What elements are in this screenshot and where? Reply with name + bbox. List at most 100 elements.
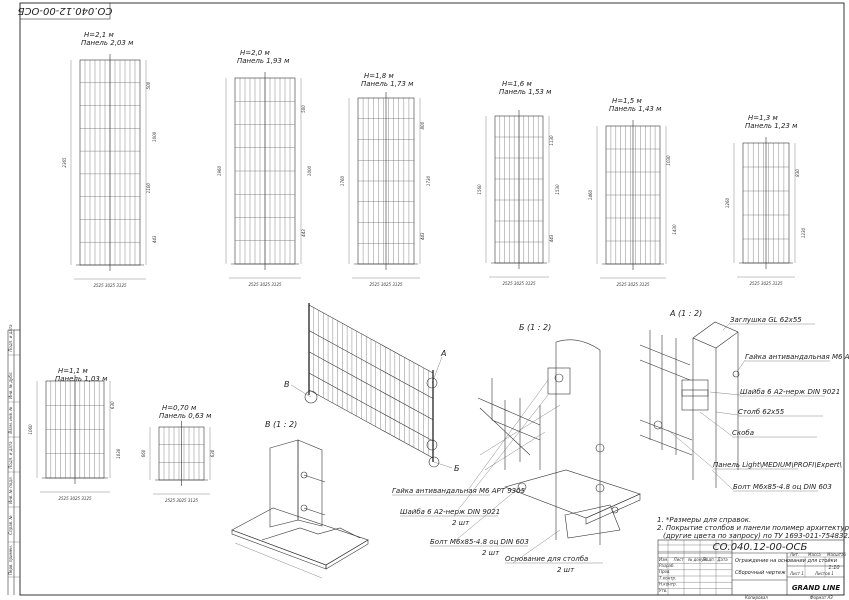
panel-width-dim: 2525 3025 3125: [502, 281, 536, 286]
panel-width-dim: 2525 3025 3125: [369, 282, 403, 287]
panel-height-label: H=0,70 м: [162, 404, 197, 412]
panel-size-label: Панель 1,23 м: [745, 122, 798, 130]
panel-total-dim: 1760: [340, 175, 345, 186]
stamp-header: № докум.: [687, 557, 708, 562]
document-code: СО.040.12-00-ОСБ: [713, 542, 808, 553]
panel-height-label: H=1,3 м: [748, 114, 778, 122]
panel-dim: 443: [549, 234, 554, 242]
panel-total-dim: 1960: [217, 165, 222, 176]
stamp-header: Изм.: [659, 557, 668, 562]
callout-mid: Основание для столба 2 шт: [505, 555, 603, 574]
stamp-role: Разраб.: [659, 563, 675, 568]
panel-dim: 1730: [426, 175, 431, 186]
view-b-title: Б (1 : 2): [519, 323, 551, 332]
stamp-h-mass: Масса: [808, 552, 821, 557]
side-strip-label: Перв. примен.: [8, 545, 13, 575]
panel-dim: 1000: [307, 165, 312, 176]
stamp-header: Подп.: [703, 557, 715, 562]
stamp-role: Н.контр.: [659, 582, 677, 587]
panel-dim: 1230: [801, 227, 806, 238]
panel-size-label: Панель 1,53 м: [499, 88, 552, 96]
panel-width-dim: 2525 3025 3125: [616, 282, 650, 287]
view-v-base: В (1 : 2): [231, 420, 369, 579]
panel-total-dim: 660: [141, 449, 146, 457]
notes: 1. *Размеры для справок. 2. Покрытие сто…: [657, 516, 849, 540]
marker-a: А: [440, 349, 446, 358]
copied-label: Копировал: [745, 595, 768, 600]
view-b-detail: Б (1 : 2): [477, 323, 641, 545]
panel-size-label: Панель 0,63 м: [159, 412, 212, 420]
callout-label: Основание для столба: [505, 555, 588, 563]
stamp-h-scale: Масштаб: [827, 552, 847, 557]
panel-size-label: Панель 1,03 м: [55, 375, 108, 383]
panel-dim: 500: [146, 81, 151, 89]
panel-height-label: H=2,1 м: [84, 31, 114, 39]
view-a-title: А (1 : 2): [669, 309, 702, 318]
panel-total-dim: 1060: [28, 424, 33, 435]
side-strip-label: Взам. инв. №: [8, 406, 13, 433]
note-3: (другие цвета по запросу) по ТУ 1693-011…: [663, 532, 849, 540]
panel-height-label: H=1,6 м: [502, 80, 532, 88]
leader-lines: [455, 322, 746, 564]
panel-size-label: Панель 1,93 м: [237, 57, 290, 65]
callout-label: Гайка антивандальная М6 АРТ 9305: [392, 487, 526, 495]
panel-width-dim: 2525 3025 3125: [93, 283, 127, 288]
panel-dim: 443: [420, 232, 425, 240]
callout-label: Шайба 6 А2-нерж DIN 9021: [400, 508, 500, 516]
callout-mid: Гайка антивандальная М6 АРТ 9305: [392, 487, 526, 496]
callout-right-label: Гайка антивандальная М6 АРТ 9305: [745, 353, 849, 361]
callout-qty: 2 шт: [482, 549, 500, 557]
view-a-detail: А (1 : 2): [639, 309, 740, 488]
panel-width-dim: 2525 3025 3125: [749, 281, 783, 286]
panel-dim: 830: [795, 169, 800, 177]
panel-size-label: Панель 1,73 м: [361, 80, 414, 88]
panel-dim: 500: [301, 105, 306, 113]
panel-total-dim: 1260: [725, 197, 730, 208]
panel-width-dim: 2525 3025 3125: [248, 282, 282, 287]
document-title: Ограждение на основании для стойки: [735, 558, 838, 564]
callout-label: Болт М6х85-4.8 оц DIN 603: [430, 538, 529, 546]
note-1: 1. *Размеры для справок.: [657, 516, 751, 524]
panel-dim: 1130: [549, 135, 554, 146]
stamp-header: Дата: [716, 557, 728, 562]
panel-dim: 630: [210, 449, 215, 457]
panel-width-dim: 2525 3025 3125: [58, 496, 92, 501]
panel-height-label: H=1,1 м: [58, 367, 88, 375]
panel-width-dim: 2525 3025 3125: [165, 498, 199, 503]
panel-dim: 443: [301, 229, 306, 237]
callout-right-label: Болт М6х85-4.8 оц DIN 603: [733, 483, 832, 491]
sheet-count: Листов 1: [814, 571, 834, 576]
view-v-title: В (1 : 2): [265, 420, 297, 429]
callout-right-label: Заглушка GL 62х55: [730, 316, 802, 324]
callout-right-label: Скоба: [732, 429, 754, 437]
panel-height-label: H=1,8 м: [364, 72, 394, 80]
stamp-role: Утв.: [659, 588, 667, 593]
panel-dim: 1100: [146, 183, 151, 194]
panel-dim: 1030: [116, 448, 121, 459]
panel-size-label: Панель 2,03 м: [81, 39, 134, 47]
marker-v: В: [284, 380, 290, 389]
panel-dim: 630: [110, 401, 115, 409]
panel-total-dim: 2365: [62, 157, 67, 168]
panel-dim: 800: [420, 121, 425, 129]
stamp-header: Лист: [673, 557, 685, 562]
callout-qty: 2 шт: [557, 566, 575, 574]
panel-total-dim: 1560: [477, 184, 482, 195]
callout-right-label: Панель Light\MEDIUM\PROFI\Expert\: [713, 461, 842, 469]
panel-size-label: Панель 1,43 м: [609, 105, 662, 113]
isometric-fence: В А Б: [284, 303, 460, 473]
note-2: 2. Покрытие столбов и панели полимер арх…: [657, 524, 849, 532]
panel-height-label: H=2,0 м: [240, 49, 270, 57]
code-top: СО.040.12-00-ОСБ: [18, 5, 113, 16]
stamp-h-lit: Лит.: [789, 552, 799, 557]
